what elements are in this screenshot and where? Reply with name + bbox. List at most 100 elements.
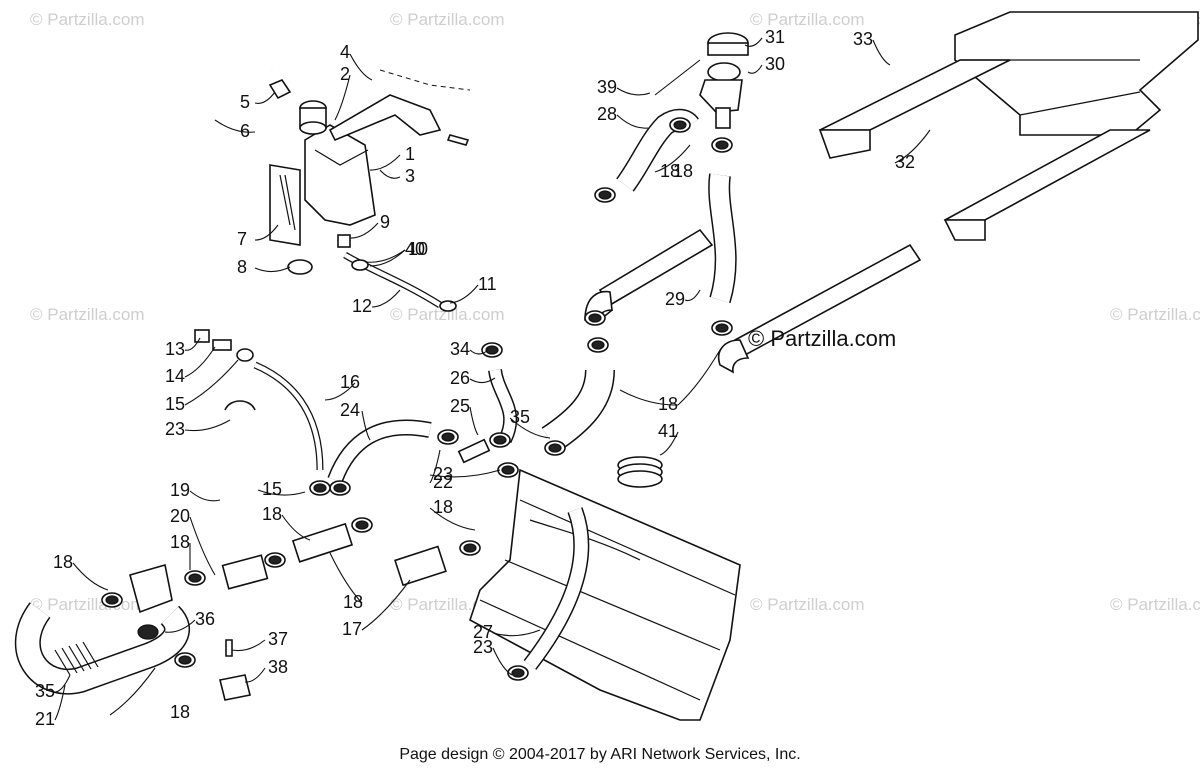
callout-18: 18 xyxy=(170,532,190,552)
callout-42: 42 xyxy=(0,0,20,4)
leader-line xyxy=(659,431,679,456)
callout-31: 31 xyxy=(765,27,785,47)
hose-clamp xyxy=(174,652,196,668)
hose-clamp xyxy=(351,517,373,533)
watermark-text: © Partzilla.com xyxy=(390,305,505,324)
hose-clamps xyxy=(101,117,733,681)
hose-clamp xyxy=(437,429,459,445)
leader-line xyxy=(509,417,551,439)
callout-12: 12 xyxy=(352,296,372,316)
leader-line xyxy=(189,490,221,502)
watermark-text: © Partzilla.com xyxy=(30,305,145,324)
leader-line xyxy=(361,579,411,631)
watermark-text: © Partzilla.com xyxy=(30,595,145,614)
leader-line xyxy=(349,53,373,81)
leader-line xyxy=(184,337,201,351)
callout-18: 18 xyxy=(433,497,453,517)
callout-7: 7 xyxy=(237,229,247,249)
callout-8: 8 xyxy=(237,257,247,277)
leader-line xyxy=(616,114,649,129)
callout-33: 33 xyxy=(853,29,873,49)
hose-clamp xyxy=(264,552,286,568)
callout-35: 35 xyxy=(35,681,55,701)
leader-line xyxy=(379,169,401,179)
leader-line xyxy=(654,144,691,173)
leader-line xyxy=(164,619,196,633)
leader-line xyxy=(684,289,701,302)
callout-20: 20 xyxy=(170,506,190,526)
callout-17: 17 xyxy=(342,619,362,639)
callout-36: 36 xyxy=(195,609,215,629)
callout-22: 22 xyxy=(433,472,453,492)
hose-clamp xyxy=(459,540,481,556)
watermark-text: © Partzilla.com xyxy=(750,10,865,29)
callout-2: 2 xyxy=(340,64,350,84)
leader-line xyxy=(244,667,266,683)
callout-41: 41 xyxy=(658,421,678,441)
leader-line xyxy=(469,377,496,384)
leader-line xyxy=(54,674,71,693)
center-watermark: © Partzilla.com xyxy=(748,326,897,351)
callout-37: 37 xyxy=(268,629,288,649)
leader-line xyxy=(231,639,266,652)
callout-labels: 1234567891011121314151516171818181818181… xyxy=(0,0,915,729)
callout-11: 11 xyxy=(478,274,497,294)
leader-line xyxy=(109,667,156,716)
callout-4: 4 xyxy=(340,42,350,62)
corrugated-section xyxy=(54,641,99,676)
callout-16: 16 xyxy=(340,372,360,392)
callout-19: 19 xyxy=(170,480,190,500)
watermark-text: © Partzilla.com xyxy=(390,10,505,29)
leader-line xyxy=(72,562,109,591)
callout-32: 32 xyxy=(895,152,915,172)
coolant-bottle-assembly xyxy=(197,54,471,312)
hose-clamp xyxy=(544,440,566,456)
watermark-text: © Partzilla.com xyxy=(750,595,865,614)
leader-line xyxy=(189,516,216,576)
callout-6: 6 xyxy=(240,121,250,141)
hose-clamp xyxy=(584,310,606,326)
watermark-text: © Partzilla.com xyxy=(1110,305,1200,324)
leader-line xyxy=(747,64,763,74)
leader-line xyxy=(449,284,479,304)
chassis-frame xyxy=(818,11,1199,241)
callout-9: 9 xyxy=(380,212,390,232)
callout-18: 18 xyxy=(660,161,680,181)
leader-line xyxy=(184,346,216,378)
callout-3: 3 xyxy=(405,166,415,186)
leader-line xyxy=(872,39,891,66)
callout-40: 40 xyxy=(405,239,425,259)
hose-clamp xyxy=(594,187,616,203)
callout-27: 27 xyxy=(473,622,493,642)
leader-line xyxy=(257,489,306,496)
leader-line xyxy=(254,224,279,241)
leader-line xyxy=(429,449,441,484)
callout-15: 15 xyxy=(165,394,185,414)
leader-line xyxy=(364,249,406,263)
leader-lines xyxy=(54,37,931,721)
callout-1: 1 xyxy=(405,144,415,164)
leader-line xyxy=(469,406,479,436)
leader-line xyxy=(894,129,931,164)
callout-18: 18 xyxy=(170,702,190,722)
callout-34: 34 xyxy=(450,339,470,359)
hose-clamp xyxy=(587,337,609,353)
hose-clamp xyxy=(507,665,529,681)
callout-35: 35 xyxy=(510,407,530,427)
hose-clamp xyxy=(711,320,733,336)
callout-18: 18 xyxy=(658,394,678,414)
hose-clamp xyxy=(711,137,733,153)
callout-25: 25 xyxy=(450,396,470,416)
callout-30: 30 xyxy=(765,54,785,74)
callout-10: 10 xyxy=(408,239,428,259)
callout-13: 13 xyxy=(165,339,185,359)
callout-14: 14 xyxy=(165,366,185,386)
callout-39: 39 xyxy=(597,77,617,97)
leader-line xyxy=(371,289,401,308)
callout-23: 23 xyxy=(165,419,185,439)
callout-15: 15 xyxy=(262,479,282,499)
leader-line xyxy=(254,266,291,273)
callout-24: 24 xyxy=(340,400,360,420)
